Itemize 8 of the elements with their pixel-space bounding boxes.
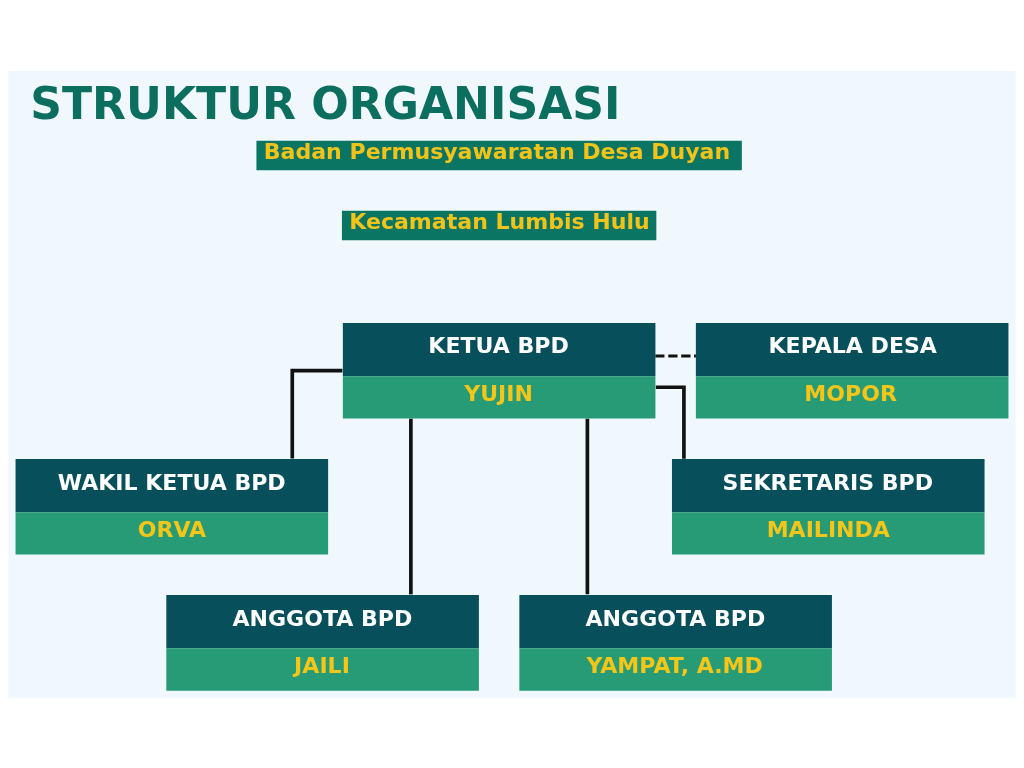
label: Badan Permusyawaratan Desa Duyan — [263, 138, 731, 164]
diagram-title: STRUKTUR ORGANISASI — [30, 77, 621, 129]
connector — [585, 418, 590, 594]
connector — [655, 384, 686, 459]
connector — [409, 418, 413, 594]
connector — [290, 368, 343, 458]
label: Kecamatan Lumbis Hulu — [349, 208, 650, 234]
connector — [655, 354, 696, 357]
